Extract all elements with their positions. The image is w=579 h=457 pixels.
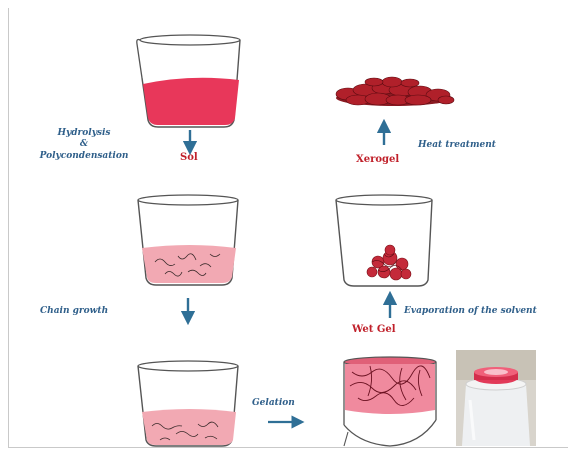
label-ampersand: & — [36, 139, 132, 149]
label-evaporation: Evaporation of the solvent — [404, 306, 537, 316]
label-wet-gel: Wet Gel — [352, 324, 396, 335]
label-gelation: Gelation — [252, 398, 295, 408]
beaker-sol — [137, 35, 240, 127]
label-sol: Sol — [180, 152, 198, 163]
label-heat-treatment: Heat treatment — [418, 140, 496, 150]
beaker-wet-gel — [344, 357, 436, 446]
label-xerogel: Xerogel — [356, 154, 399, 165]
label-hydrolysis: Hydrolysis — [36, 128, 132, 138]
beaker-chain-growth — [138, 195, 238, 285]
label-chain-growth: Chain growth — [40, 306, 108, 316]
beaker-gelation — [138, 361, 238, 446]
wet-gel-photo — [456, 350, 536, 446]
xerogel-pile — [336, 77, 454, 106]
label-polycondensation: Polycondensation — [14, 151, 154, 161]
beaker-dried-gel — [336, 195, 432, 286]
